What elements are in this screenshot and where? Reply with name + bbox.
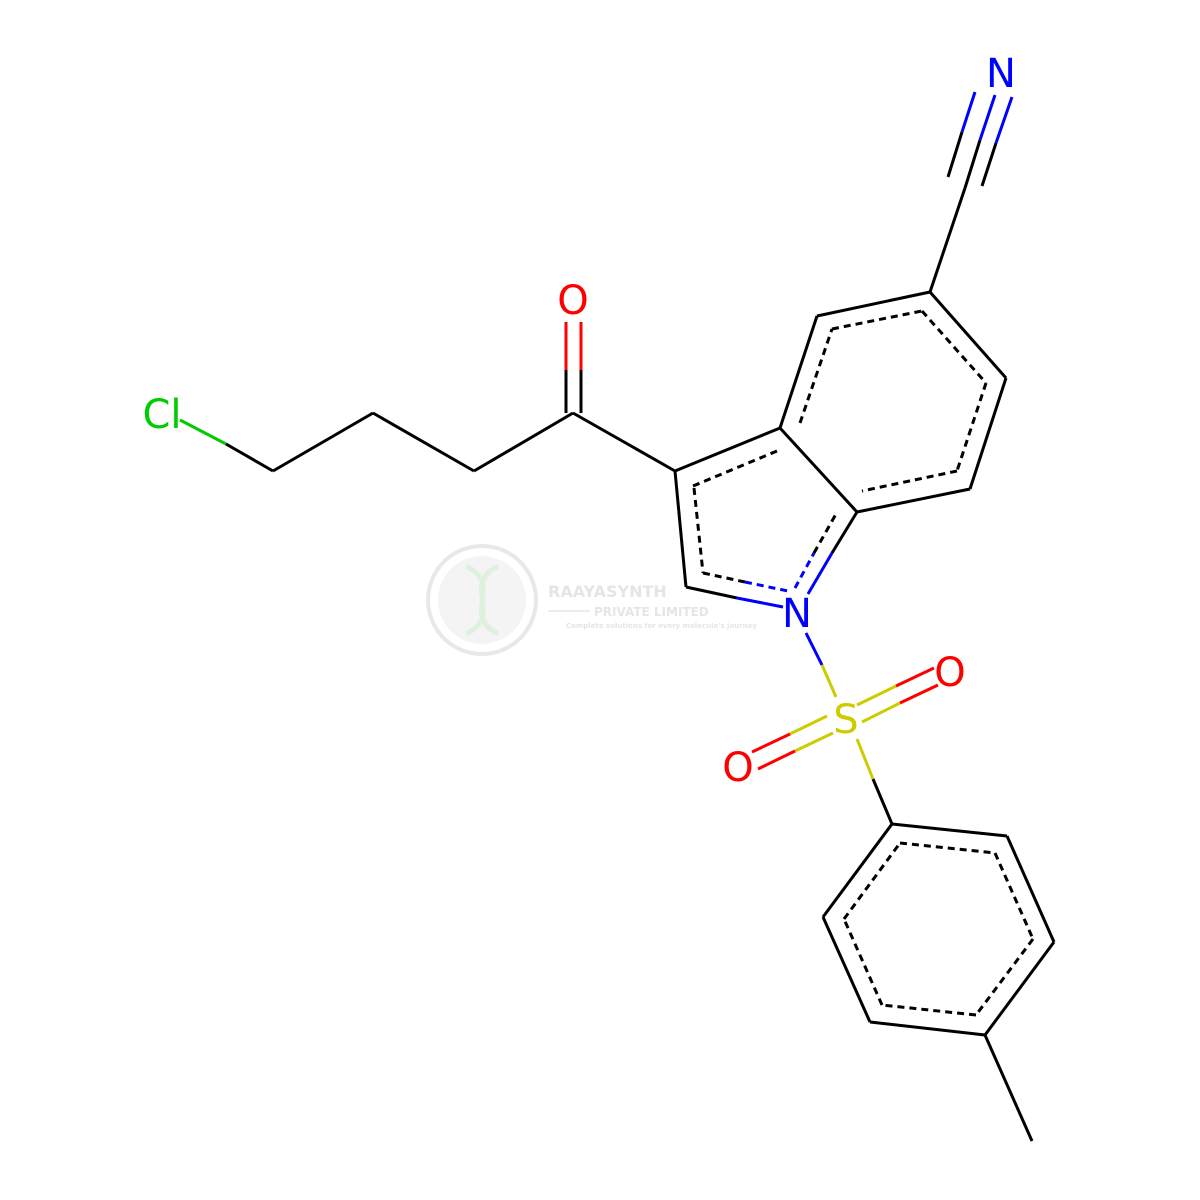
bond-t1-t2-arom — [899, 841, 996, 855]
watermark: RAAYASYNTH PRIVATE LIMITED Complete solu… — [426, 544, 757, 656]
atom-label-n-nitrile: N — [986, 51, 1016, 97]
bond-so1-a-r — [895, 666, 935, 688]
bond-n1-c7a-arom — [812, 513, 838, 554]
bond-c3a-c4 — [778, 315, 819, 429]
bond-t2-t3 — [1005, 835, 1056, 943]
bond-cl-c1 — [179, 418, 227, 446]
bond-c1-c2 — [272, 411, 374, 473]
bond-s-aryl — [871, 778, 894, 825]
bond-so2-a-y — [789, 714, 828, 736]
bond-t4-t5-arom — [881, 1003, 977, 1017]
bond-t6-t1 — [821, 823, 894, 918]
bond-c4-c5 — [816, 290, 931, 318]
bond-t6-t1-arom — [842, 842, 902, 920]
bond-cn-triple-3 — [980, 142, 998, 187]
bond-n1-c7a — [830, 511, 859, 554]
bond-n-s-blue — [804, 632, 824, 666]
bond-s-aryl-yellow — [855, 738, 875, 780]
bond-cn-triple-3-blue — [994, 96, 1014, 144]
bond-c6-c7-arom — [955, 382, 988, 472]
bond-c3-c4 — [473, 411, 574, 473]
bond-c2-n1-blue — [736, 596, 784, 609]
bond-c5-c6 — [928, 291, 1008, 379]
bond-so1-a-y — [856, 684, 897, 707]
bond-c3-c2 — [673, 470, 688, 588]
bond-c2-n1-arom-blue — [744, 580, 789, 593]
bond-n1-c7a-blue — [806, 552, 834, 595]
bond-c2-n1-arom — [702, 571, 746, 584]
bond-c5-cn — [928, 187, 967, 293]
bond-t4-t5 — [869, 1020, 986, 1037]
bond-c4-c5-arom — [831, 309, 923, 331]
bond-so2-b-y — [794, 731, 834, 753]
watermark-tagline: Complete solutions for every molecule's … — [566, 622, 757, 630]
bond-cn-triple-2 — [946, 131, 964, 178]
bond-c2-n1 — [685, 585, 738, 600]
bond-c7-c7a-arom — [861, 469, 958, 493]
bond-t2-t3-arom — [993, 852, 1035, 940]
atom-label-o-sulfonyl-2: O — [722, 745, 753, 791]
bond-c5-c6-arom — [920, 310, 988, 384]
bond-c3-c2-arom — [692, 487, 705, 574]
bond-cn-triple-2-blue — [960, 91, 977, 133]
bond-c7a-c3a — [778, 426, 859, 514]
atom-label-o-sulfonyl-1: O — [934, 650, 965, 696]
watermark-logo-ring — [426, 544, 538, 656]
bond-so1-b-r — [899, 683, 939, 705]
bond-t3-t4-arom — [974, 938, 1035, 1016]
bond-t3-t4 — [983, 941, 1056, 1036]
bond-cn-triple-1-blue — [978, 94, 997, 141]
bond-n-s-yellow — [820, 664, 838, 698]
bond-c6-c7 — [968, 377, 1008, 490]
watermark-dna-icon — [464, 563, 500, 637]
bond-c3-c3a-arom — [692, 449, 778, 488]
bond-c7-c7a — [856, 487, 971, 514]
bond-c2-c3 — [372, 411, 475, 473]
bond-so2-a-r — [751, 732, 791, 754]
watermark-subtitle: PRIVATE LIMITED — [594, 605, 709, 619]
bond-t5-t6-arom — [842, 918, 884, 1006]
bond-t1-t2 — [891, 822, 1008, 838]
bond-t4-methyl — [983, 1034, 1034, 1142]
atom-label-cl: Cl — [142, 392, 181, 438]
bond-n1-c7a-arom-blue — [793, 552, 816, 589]
atom-label-s: S — [833, 697, 858, 743]
bond-c3-c3a — [674, 426, 781, 473]
bond-so2-b-r — [757, 749, 796, 771]
atom-label-n-indole: N — [782, 591, 812, 637]
bond-cl-c1-carbon — [225, 442, 274, 473]
bond-cn-triple-1 — [963, 139, 982, 189]
bond-t5-t6 — [821, 916, 872, 1023]
watermark-company: RAAYASYNTH — [548, 582, 667, 601]
bond-c4-c3indole — [572, 411, 676, 473]
atom-label-o-carbonyl: O — [557, 278, 588, 324]
bond-c3a-c4-arom — [798, 328, 834, 424]
bond-so1-b-y — [861, 701, 901, 724]
